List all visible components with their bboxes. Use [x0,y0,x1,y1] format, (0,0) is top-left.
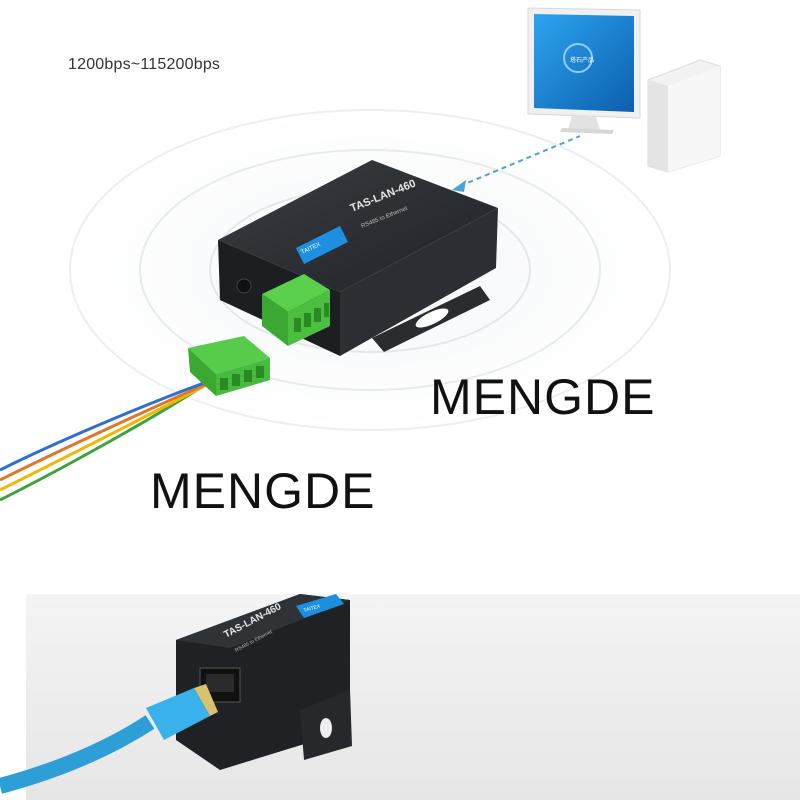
desktop-computer-icon: 塔石产品 [527,7,721,173]
ethernet-cable-icon [0,684,218,794]
brand-badge [296,226,348,264]
brand-label-2: TAITEX [303,603,322,614]
network-link-arrow [452,135,581,192]
rs485-terminal-block-icon [188,336,270,396]
baud-rate-range: 1200bps~115200bps [68,56,221,73]
watermark-text: MENGDE [150,463,376,519]
power-jack [236,278,252,294]
watermark-text: MENGDE [430,369,656,425]
device-top-view: TAS-LAN-460 RS485 to Ethernet TAITEX [218,160,498,356]
rs485-wires [0,374,225,502]
monitor-label: 塔石产品 [570,56,594,64]
bottom-photo: TAS-LAN-460 RS485 to Ethernet TAITEX [0,594,800,800]
